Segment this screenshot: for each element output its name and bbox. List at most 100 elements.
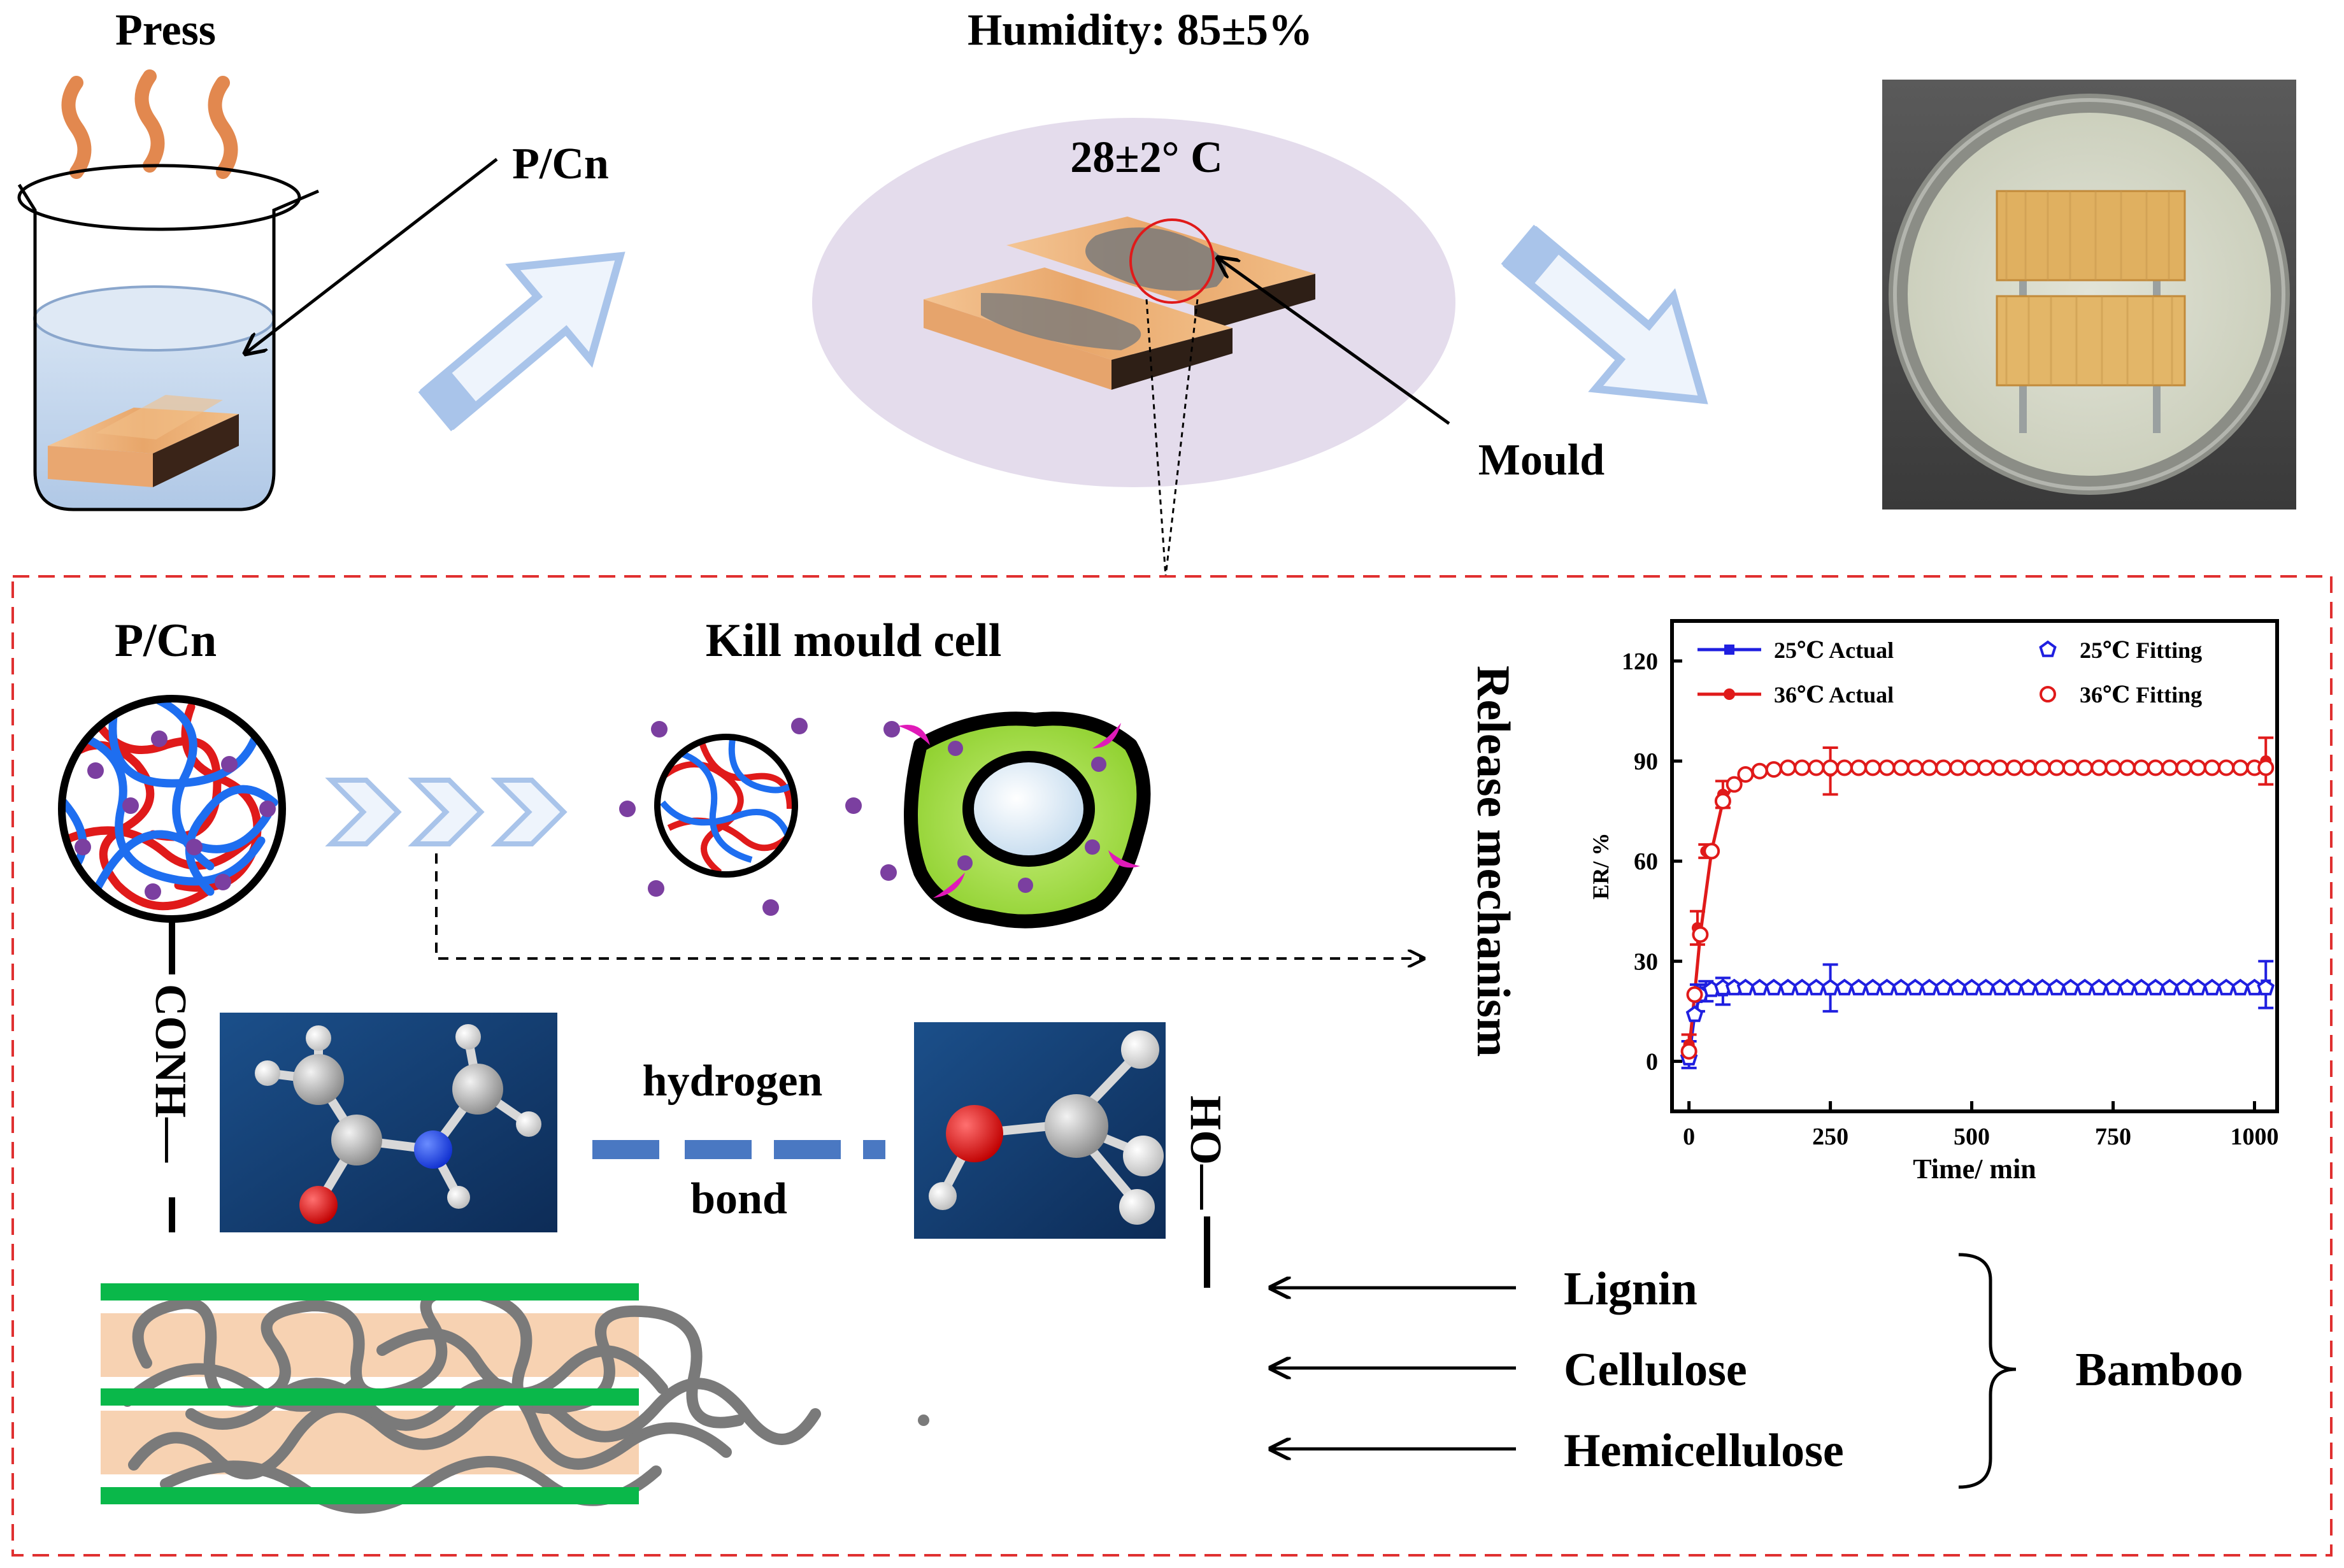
data-point	[2257, 978, 2275, 995]
data-point	[2034, 759, 2051, 776]
series-markers	[1680, 759, 2275, 1060]
data-point	[1906, 759, 1924, 776]
x-tick-label: 250	[1812, 1123, 1848, 1150]
data-point	[1680, 1043, 1697, 1060]
data-point	[2189, 759, 2206, 776]
data-point	[2257, 759, 2275, 776]
x-tick-label: 500	[1954, 1123, 1990, 1150]
lignin-layer-middle	[101, 1388, 639, 1406]
data-point	[1920, 759, 1938, 776]
data-point	[1737, 766, 1754, 783]
x-tick-label: 1000	[2230, 1123, 2278, 1150]
lignin-label: Lignin	[1564, 1263, 1697, 1315]
hydrogen-label: hydrogen	[643, 1057, 823, 1106]
process-arrow-2	[1501, 224, 1708, 404]
data-point	[2147, 759, 2164, 776]
data-point	[1808, 759, 1825, 776]
legend-item: 25℃ Fitting	[2039, 638, 2202, 663]
pcn-top-label: P/Cn	[512, 139, 609, 189]
pcn-nanoparticle-large	[58, 695, 286, 974]
data-point	[2105, 759, 2122, 776]
data-point	[1836, 759, 1853, 776]
data-point	[1822, 759, 1839, 776]
data-point	[1751, 762, 1768, 780]
data-point	[2048, 759, 2065, 776]
bamboo-layer-diagram	[101, 1283, 929, 1514]
hydroxyl-molecule-image	[914, 1022, 1166, 1239]
legend-label: 25℃ Actual	[1774, 638, 1894, 663]
data-point	[2006, 759, 2023, 776]
temperature-label: 28±2° C	[1070, 133, 1222, 182]
data-point	[1703, 843, 1720, 860]
release-mechanism-label: Release mechanism	[1467, 666, 1519, 1057]
legend-item: 25℃ Actual	[1697, 638, 1894, 663]
y-tick-label: 90	[1634, 748, 1658, 775]
data-point	[1949, 759, 1966, 776]
data-point	[1724, 688, 1735, 700]
mechanism-dashed-box	[11, 575, 2333, 1557]
data-point	[1765, 761, 1782, 778]
axis-ticks	[1672, 659, 2256, 1111]
data-point	[2218, 759, 2235, 776]
kill-mould-label: Kill mould cell	[706, 615, 1002, 667]
petri-dish-photo	[1882, 80, 2296, 510]
beaker-icon	[17, 164, 319, 511]
zoom-line-right	[1164, 299, 1199, 577]
data-point	[2203, 759, 2220, 776]
legend-item: 36℃ Actual	[1697, 682, 1894, 708]
legend-item: 36℃ Fitting	[2040, 682, 2202, 708]
bamboo-blocks-in-beaker	[48, 395, 239, 487]
data-point	[1963, 759, 1980, 776]
cellulose-label: Cellulose	[1564, 1344, 1747, 1396]
data-point	[2039, 640, 2057, 657]
hemicellulose-label: Hemicellulose	[1564, 1425, 1844, 1477]
x-tick-label: 0	[1683, 1123, 1695, 1150]
bamboo-label: Bamboo	[2075, 1344, 2243, 1396]
data-point	[1794, 759, 1811, 776]
data-point	[2175, 759, 2192, 776]
data-point	[1991, 759, 2008, 776]
data-point	[1724, 645, 1734, 655]
process-arrow-1	[418, 252, 625, 432]
pcn-pointer-arrow	[245, 158, 498, 353]
conh-label: CONH—	[146, 984, 195, 1163]
lignin-layer-bottom	[101, 1487, 639, 1504]
y-tick-label: 60	[1634, 848, 1658, 875]
data-point	[2040, 686, 2056, 702]
steam-icon	[61, 69, 238, 179]
data-point	[1692, 926, 1709, 943]
data-point	[2119, 759, 2136, 776]
mouldy-bamboo-blocks	[924, 217, 1315, 390]
data-point	[1864, 759, 1882, 776]
data-point	[1878, 759, 1896, 776]
mould-cell-icon	[898, 711, 1151, 929]
pcn-nanoparticle-small	[619, 718, 900, 916]
chevron-arrows-icon	[325, 778, 568, 846]
data-point	[1935, 759, 1952, 776]
mould-pointer-arrow	[1218, 258, 1450, 425]
data-point	[1726, 776, 1743, 793]
legend-label: 36℃ Fitting	[2080, 682, 2202, 708]
data-point	[1685, 1005, 1704, 1022]
mould-label: Mould	[1478, 436, 1604, 485]
x-tick-label: 750	[2095, 1123, 2131, 1150]
data-point	[2161, 759, 2178, 776]
data-point	[1686, 986, 1703, 1003]
data-point	[2133, 759, 2150, 776]
lignin-layer-top	[101, 1283, 639, 1301]
bond-label: bond	[690, 1174, 787, 1223]
x-axis-label: Time/ min	[1913, 1153, 2036, 1185]
y-tick-label: 30	[1634, 948, 1658, 975]
humidity-label: Humidity: 85±5%	[968, 6, 1313, 55]
data-point	[2020, 759, 2037, 776]
y-tick-label: 0	[1646, 1048, 1658, 1075]
plot-frame	[1670, 619, 2279, 1113]
data-point	[1977, 759, 1994, 776]
data-point	[2076, 759, 2094, 776]
series-layer	[1680, 736, 2275, 1069]
chart-legend: 25℃ Actual 25℃ Fitting 36℃ Actual 36℃ Fitti…	[1697, 638, 2202, 708]
data-point	[1714, 792, 1731, 809]
